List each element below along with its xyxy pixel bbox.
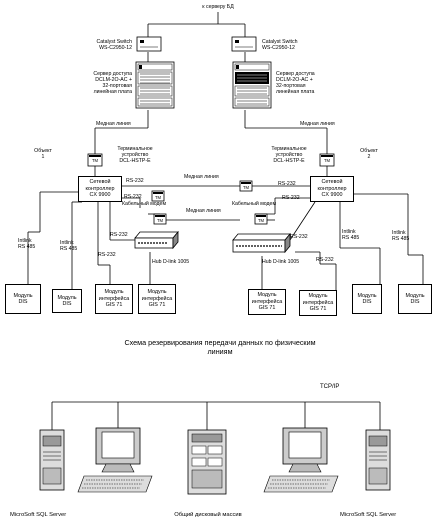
workstation-left-icon — [77, 427, 153, 493]
workstation-right-icon — [263, 427, 339, 493]
hub-right-icon — [232, 232, 291, 254]
sql-server-left-icon — [39, 429, 65, 491]
tm-right-label: TM — [323, 158, 331, 163]
tm-device-left-icon — [87, 153, 103, 167]
tm-device-mid-left-icon — [153, 213, 167, 225]
switch-right-icon — [231, 36, 257, 52]
hub-left-icon — [134, 230, 179, 250]
tm-left-label: TM — [91, 158, 99, 163]
tm-device-modem-left-icon — [151, 190, 165, 202]
hub-left-label: Hub D-link 1005 — [152, 259, 190, 265]
sql-server-right-label: MicroSoft SQL Server — [340, 512, 397, 518]
tm-mid-right-label: TM — [257, 218, 265, 223]
access-server-left-icon — [135, 61, 175, 109]
rs232-label-3: RS-232 — [124, 194, 142, 200]
disk-array-label: Общий дисковый массив — [174, 512, 242, 518]
tm-mid-left-label: TM — [156, 218, 164, 223]
copper-line-right-label: Медная линия — [300, 121, 335, 127]
tm-device-right-icon — [319, 153, 335, 167]
tm-mid-top-label: TM — [242, 185, 250, 190]
rs232-label-1: RS-232 — [126, 178, 144, 184]
copper-line-left-label: Медная линия — [96, 121, 131, 127]
rs232-label-8: RS-232 — [316, 257, 334, 263]
diagram-caption: Схема резервирования передачи данных по … — [124, 338, 316, 356]
rs232-label-4: RS-232 — [282, 195, 300, 201]
hub-right-label: Hub D-link 1005 — [262, 259, 300, 265]
copper-line-mid-top-label: Медная линия — [184, 174, 219, 180]
rs232-label-7: RS-232 — [290, 234, 308, 240]
disk-array-icon — [187, 429, 227, 495]
sql-server-right-icon — [365, 429, 391, 491]
tm-device-mid-top-icon — [239, 180, 253, 192]
modem-right-label: Кабельный модем — [232, 201, 277, 207]
copper-line-mid-label: Медная линия — [186, 208, 221, 214]
sql-server-left-label: MicroSoft SQL Server — [10, 512, 67, 518]
rs232-label-5: RS-232 — [110, 232, 128, 238]
rs232-label-2: RS-232 — [278, 181, 296, 187]
db-server-link-label: к серверу БД — [202, 4, 234, 10]
modem-left-label: Кабельный модем — [122, 201, 167, 207]
rs232-label-6: RS-232 — [98, 252, 116, 258]
switch-left-icon — [136, 36, 162, 52]
tm-device-mid-right-icon — [254, 213, 268, 225]
tm-modem-left-label: TM — [154, 195, 162, 200]
access-server-right-icon — [232, 61, 272, 109]
tcpip-label: TCP/IP — [320, 384, 340, 390]
